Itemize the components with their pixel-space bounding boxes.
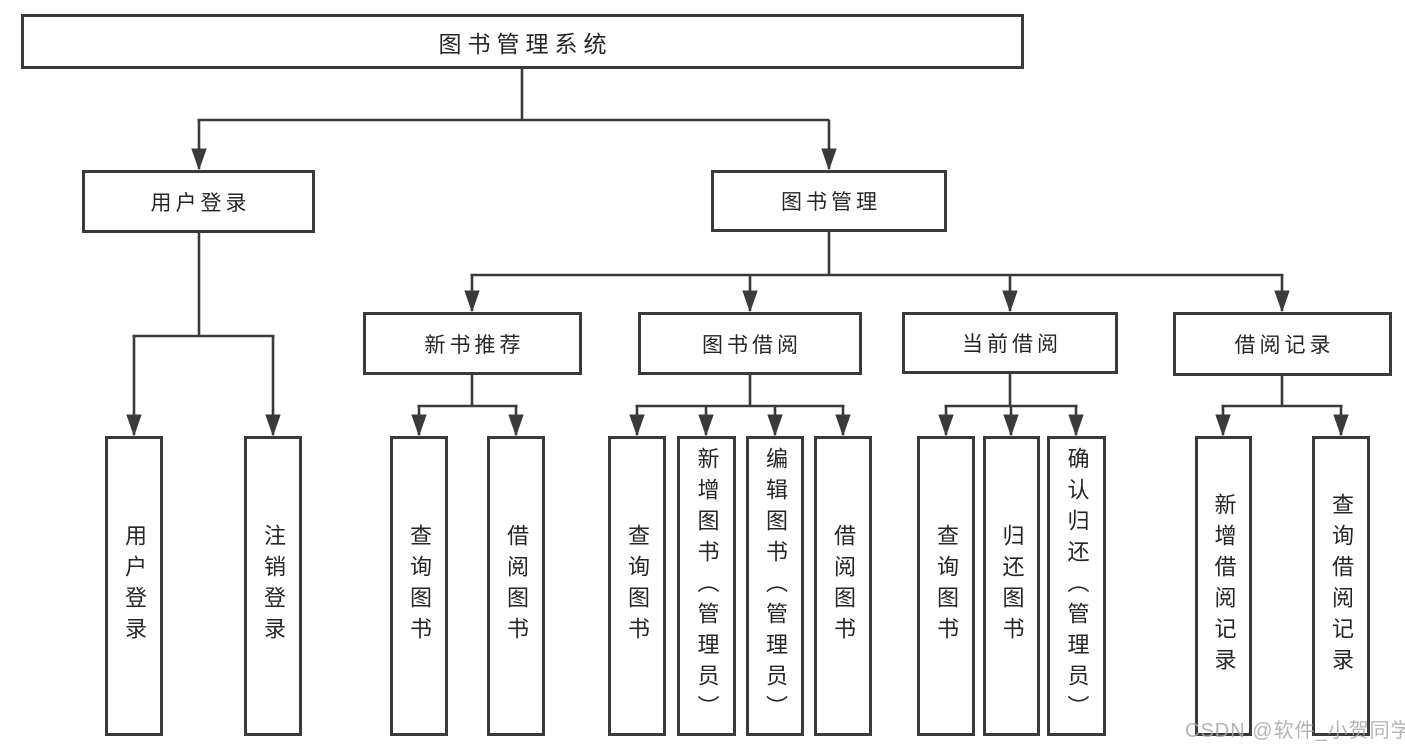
- leaf-query-books-current: 查询图书: [917, 436, 975, 736]
- node-label: 查询图书: [407, 524, 432, 648]
- leaf-query-books-borrow: 查询图书: [608, 436, 666, 736]
- node-label: 借阅记录: [1234, 334, 1335, 357]
- leaf-return-books: 归还图书: [983, 436, 1040, 736]
- node-label: 查询图书: [625, 524, 650, 648]
- leaf-add-borrow-record: 新增借阅记录: [1195, 436, 1252, 736]
- node-book-borrowing: 图书借阅: [638, 312, 862, 375]
- node-label: 新增图书（管理员）: [694, 446, 720, 726]
- node-label: 当前借阅: [962, 333, 1062, 356]
- node-user-login: 用户登录: [82, 170, 315, 233]
- node-label: 借阅图书: [504, 524, 529, 648]
- node-label: 归还图书: [999, 524, 1025, 648]
- leaf-query-borrow-record: 查询借阅记录: [1312, 436, 1370, 736]
- leaf-edit-book-admin: 编辑图书（管理员）: [746, 436, 804, 736]
- node-label: 借阅图书: [831, 524, 856, 648]
- node-label: 图书管理系统: [438, 30, 613, 57]
- leaf-borrow-books: 借阅图书: [814, 436, 872, 736]
- node-label: 用户登录: [122, 524, 147, 648]
- leaf-borrow-books-recommend: 借阅图书: [487, 436, 545, 736]
- leaf-add-book-admin: 新增图书（管理员）: [677, 436, 736, 736]
- node-label: 注销登录: [261, 524, 286, 648]
- node-label: 新增借阅记录: [1211, 493, 1237, 679]
- node-label: 图书借阅: [702, 333, 802, 357]
- node-label: 查询图书: [934, 524, 959, 648]
- node-label: 编辑图书（管理员）: [763, 446, 788, 726]
- node-label: 确认归还（管理员）: [1064, 446, 1090, 726]
- node-library-management-system: 图书管理系统: [21, 14, 1024, 69]
- node-label: 查询借阅记录: [1329, 493, 1354, 679]
- node-label: 图书管理: [781, 191, 881, 214]
- leaf-query-books-recommend: 查询图书: [390, 436, 448, 736]
- node-label: 用户登录: [150, 191, 251, 215]
- node-book-management: 图书管理: [711, 170, 947, 232]
- leaf-logout: 注销登录: [244, 436, 302, 736]
- node-borrowing-records: 借阅记录: [1173, 312, 1392, 376]
- node-current-borrowing: 当前借阅: [902, 312, 1118, 374]
- node-label: 新书推荐: [424, 333, 525, 357]
- leaf-confirm-return-admin: 确认归还（管理员）: [1047, 436, 1106, 736]
- leaf-user-login: 用户登录: [105, 436, 163, 736]
- node-new-book-recommendation: 新书推荐: [363, 312, 582, 375]
- watermark-text: CSDN @软件_小贺同学: [1185, 720, 1405, 742]
